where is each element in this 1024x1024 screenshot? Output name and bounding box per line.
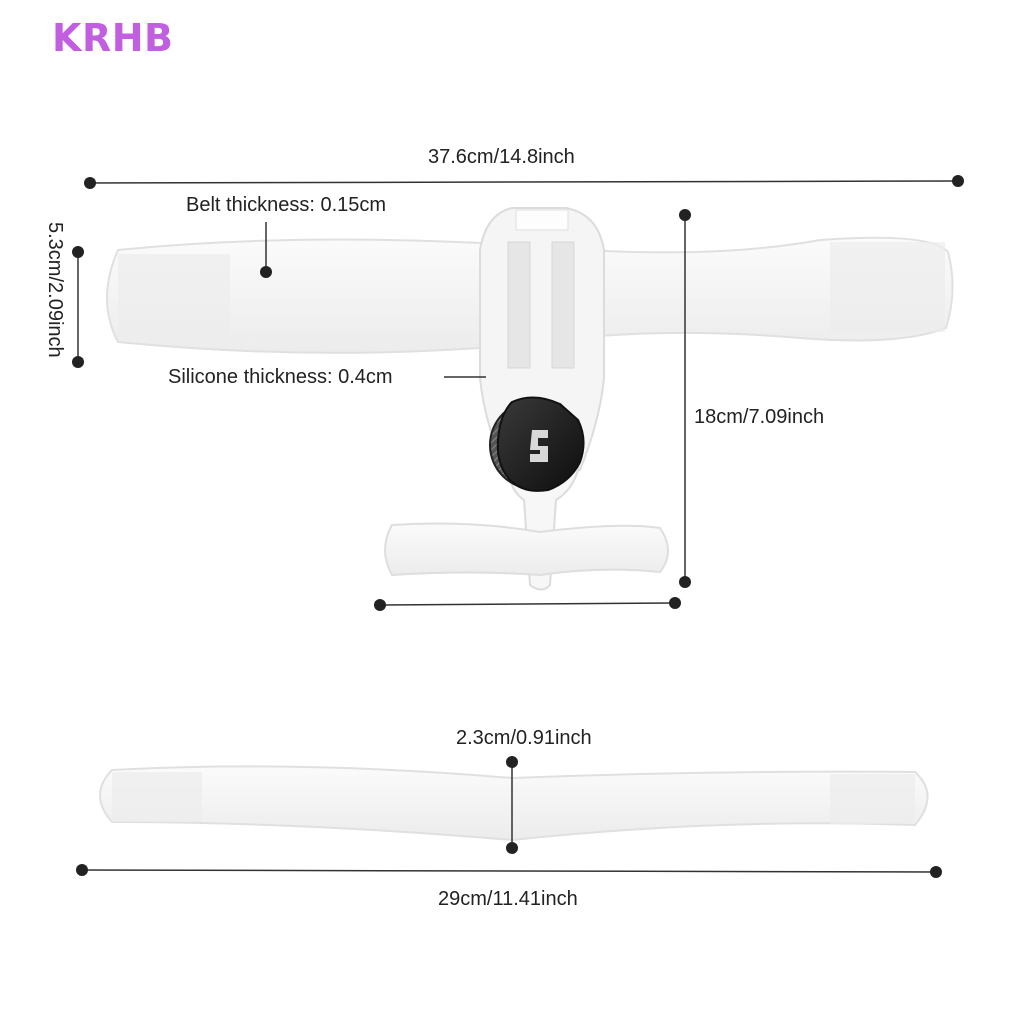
mount-height-label: 18cm/7.09inch: [694, 406, 825, 428]
mount-top-slot: [515, 209, 569, 231]
long-strap-velcro-right: [830, 774, 915, 824]
mount-rail-left: [507, 241, 531, 369]
knob-logo-icon: [530, 430, 548, 462]
strap-height-label: 2.3cm/0.91inch: [456, 727, 592, 749]
velcro-right: [830, 242, 945, 332]
silicone-thickness-label: Silicone thickness: 0.4cm: [168, 366, 393, 388]
belt-height-label: 5.3cm/2.09inch: [44, 222, 66, 358]
strap-width-label: 29cm/11.41inch: [438, 888, 578, 910]
long-strap: [99, 765, 929, 842]
total-width-label: 37.6cm/14.8inch: [428, 146, 575, 168]
velcro-left: [118, 254, 230, 340]
long-strap-velcro-left: [112, 772, 202, 822]
brand-logo: KRHB: [52, 16, 174, 60]
lower-strap: [384, 522, 669, 577]
mount-rail-right: [551, 241, 575, 369]
knob-cap: [496, 396, 585, 492]
mount-stem: [508, 459, 582, 591]
belt-thickness-label: Belt thickness: 0.15cm: [186, 194, 387, 216]
